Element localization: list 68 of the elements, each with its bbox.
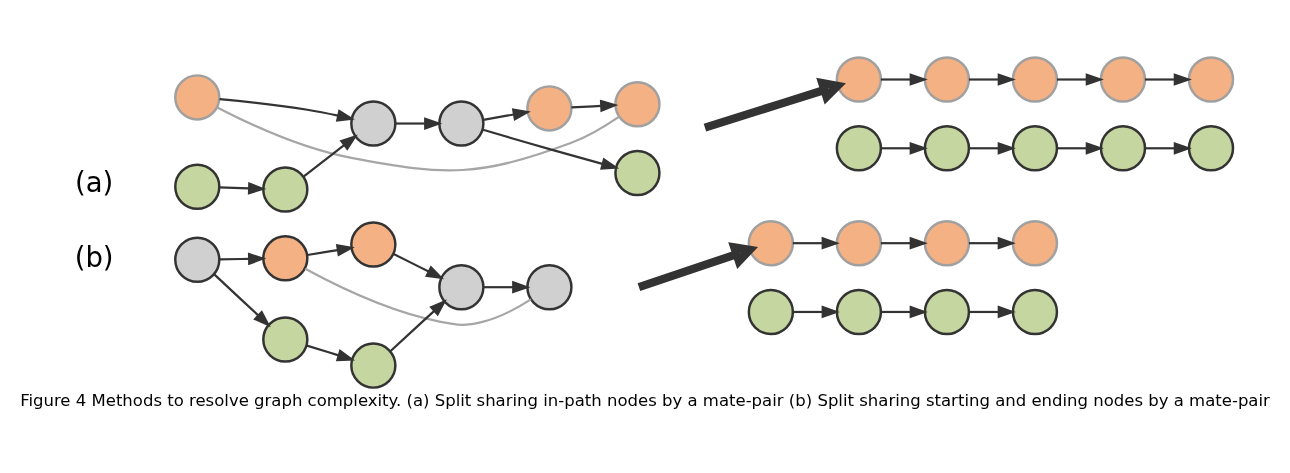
- node-circle: [438, 263, 485, 310]
- node-circle: [262, 234, 309, 282]
- node-circle: [262, 315, 309, 363]
- node-circle: [923, 124, 971, 172]
- node-circle: [1187, 55, 1235, 103]
- node-circle: [614, 149, 661, 196]
- arrow: [483, 280, 531, 294]
- node-circle: [174, 163, 221, 210]
- connector: [216, 105, 620, 171]
- arrow: [1145, 141, 1192, 155]
- arrow: [880, 141, 928, 155]
- node-circle: [835, 55, 883, 103]
- node-circle: [1011, 55, 1059, 103]
- arrow: [880, 305, 928, 318]
- arrow: [1056, 72, 1104, 86]
- arrow: [968, 141, 1016, 155]
- node-circle: [1011, 124, 1059, 172]
- arrow: [219, 97, 355, 122]
- arrow: [792, 305, 840, 318]
- arrow: [637, 241, 759, 291]
- arrow: [306, 344, 356, 361]
- arrow: [1056, 141, 1104, 155]
- arrow: [703, 77, 846, 132]
- node-circle: [835, 219, 883, 266]
- node-circle: [923, 219, 971, 266]
- arrow: [880, 236, 928, 250]
- node-circle: [1099, 124, 1147, 172]
- arrow: [571, 99, 619, 112]
- arrow: [792, 236, 840, 250]
- arrow: [219, 181, 267, 195]
- node-circle: [835, 124, 883, 172]
- node-circle: [923, 288, 971, 335]
- arrow: [482, 128, 620, 170]
- connector: [304, 267, 532, 326]
- node-circle: [350, 341, 397, 389]
- arrow: [1145, 72, 1192, 86]
- label: (a): [74, 165, 114, 198]
- arrow: [880, 72, 928, 86]
- arrow: [395, 116, 443, 130]
- node-circle: [350, 220, 397, 268]
- arrow: [302, 134, 358, 177]
- arrow: [219, 252, 267, 265]
- node-circle: [747, 219, 795, 266]
- arrow: [307, 243, 355, 256]
- node-circle: [923, 55, 971, 103]
- arrow: [968, 236, 1016, 250]
- node-circle: [1011, 288, 1059, 335]
- node-circle: [262, 165, 309, 213]
- node-circle: [526, 263, 573, 310]
- node-circle: [174, 73, 221, 121]
- node-circle: [1187, 124, 1235, 172]
- node-circle: [174, 235, 221, 283]
- arrow: [968, 305, 1016, 318]
- arrow: [483, 107, 531, 121]
- node-circle: [747, 288, 795, 335]
- node-circle: [835, 288, 883, 335]
- node-circle: [526, 84, 573, 132]
- node-circle: [438, 99, 485, 147]
- caption: Figure 4 Methods to resolve graph complexity. (a) Split sharing in-path nodes by a mate-pair (b) Split sharing starting and ending nodes by a mate-pair: [20, 390, 1270, 410]
- arrow: [213, 273, 271, 327]
- node-circle: [1011, 219, 1059, 266]
- node-circle: [350, 99, 397, 147]
- arrow: [968, 72, 1016, 86]
- arrow: [389, 298, 447, 352]
- label: (b): [74, 240, 114, 273]
- node-circle: [614, 80, 661, 127]
- arrow: [393, 252, 445, 279]
- node-circle: [1099, 55, 1147, 103]
